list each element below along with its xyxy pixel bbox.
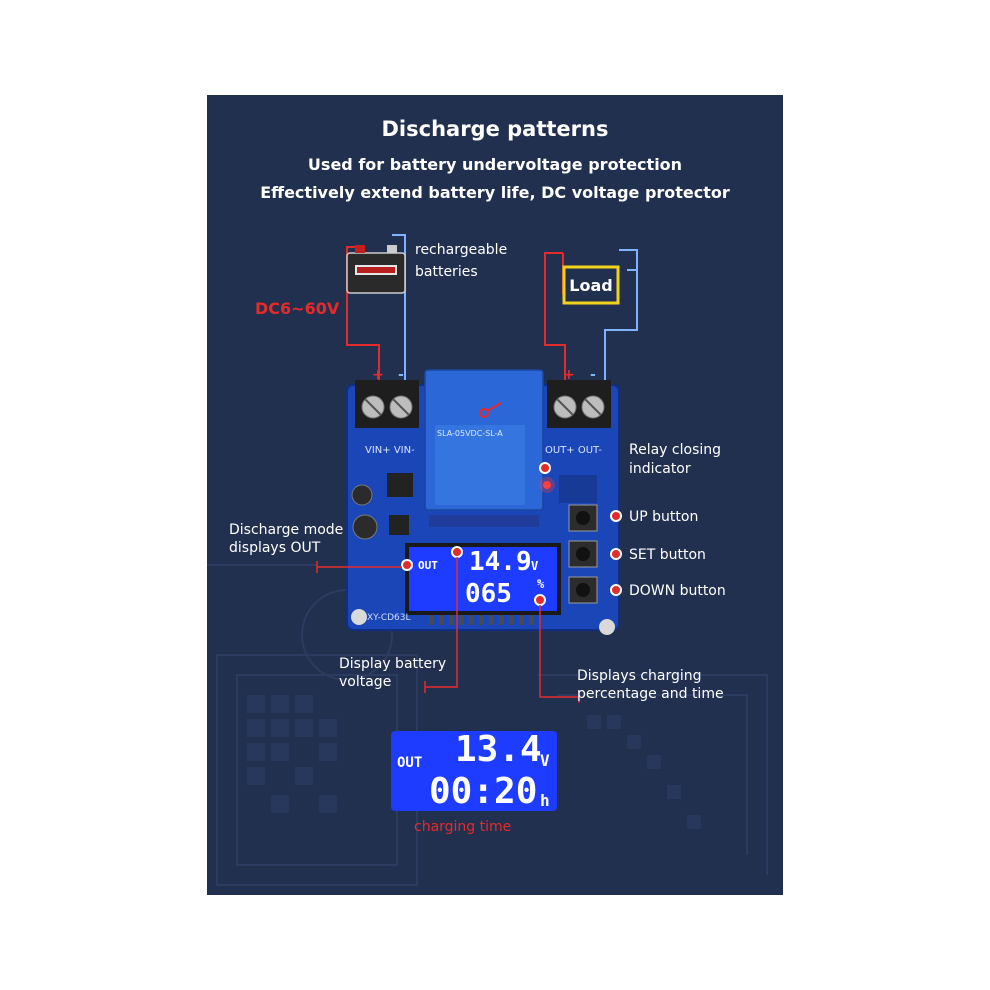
board-lcd-mode: OUT bbox=[418, 559, 438, 572]
mode-annotation-line-1: Discharge mode bbox=[229, 522, 344, 538]
page-title: Discharge patterns bbox=[381, 117, 609, 141]
relay-annotation-line-2: indicator bbox=[629, 461, 691, 477]
mode-annotation-line-2: displays OUT bbox=[229, 540, 321, 556]
background-circuit-pattern bbox=[207, 564, 768, 886]
zoom-lcd-time-unit: h bbox=[540, 791, 550, 810]
controller-board bbox=[346, 369, 620, 635]
subtitle-line-1: Used for battery undervoltage protection bbox=[307, 155, 683, 174]
relay-annotation-line-1: Relay closing bbox=[629, 442, 722, 458]
board-model-label: XY-CD63L bbox=[367, 613, 411, 623]
zoom-lcd-mode: OUT bbox=[397, 755, 423, 771]
percent-annotation-line-1: Displays charging bbox=[577, 668, 702, 684]
battery-icon bbox=[346, 245, 406, 294]
down-button-label: DOWN button bbox=[629, 583, 726, 599]
battery-label-line-1: rechargeable bbox=[415, 242, 508, 258]
voltage-annotation-line-2: voltage bbox=[339, 674, 392, 690]
board-lcd-voltage-unit: V bbox=[531, 559, 539, 573]
board-lcd-percent: 065 bbox=[465, 579, 512, 609]
board-lcd-voltage: 14.9 bbox=[469, 547, 532, 577]
voltage-annotation-line-1: Display battery bbox=[339, 656, 447, 672]
zoom-lcd-voltage: 13.4 bbox=[455, 729, 542, 770]
charging-time-caption: charging time bbox=[414, 819, 512, 835]
zoom-lcd-voltage-unit: V bbox=[540, 751, 550, 770]
diagram-panel: Discharge patterns Used for battery unde… bbox=[207, 95, 783, 895]
wiring-diagram bbox=[316, 234, 638, 811]
battery-label-line-2: batteries bbox=[415, 264, 478, 280]
board-lcd-percent-unit: % bbox=[537, 577, 545, 591]
zoom-lcd-background bbox=[391, 731, 557, 811]
out-terminal-label: OUT+ OUT- bbox=[545, 445, 602, 456]
input-plus-sign: + bbox=[372, 367, 384, 383]
load-box bbox=[562, 265, 620, 305]
zoom-lcd-time: 00:20 bbox=[429, 771, 538, 812]
percent-annotation-line-2: percentage and time bbox=[577, 686, 724, 702]
load-label: Load bbox=[569, 276, 613, 295]
set-button-label: SET button bbox=[629, 547, 706, 563]
up-button-label: UP button bbox=[629, 509, 699, 525]
vin-terminal-label: VIN+ VIN- bbox=[365, 445, 415, 456]
voltage-range-label: DC6~60V bbox=[255, 299, 340, 318]
subtitle-line-2: Effectively extend battery life, DC volt… bbox=[260, 183, 730, 202]
output-plus-sign: + bbox=[563, 367, 575, 383]
input-minus-sign: - bbox=[398, 367, 404, 383]
relay-label: SLA-05VDC-SL-A bbox=[437, 429, 503, 438]
output-minus-sign: - bbox=[590, 367, 596, 383]
